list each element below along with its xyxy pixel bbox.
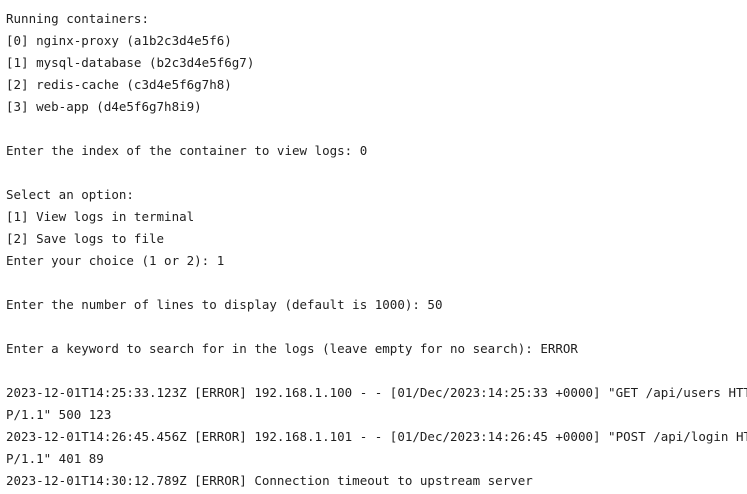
- container-item: [1] mysql-database (b2c3d4e5f6g7): [6, 55, 255, 70]
- log-line: 2023-12-01T14:30:12.789Z [ERROR] Connect…: [6, 473, 533, 488]
- index-prompt: Enter the index of the container to view…: [6, 143, 368, 158]
- blank-line: [6, 162, 741, 184]
- option-item: [2] Save logs to file: [6, 231, 165, 246]
- blank-line: [6, 118, 741, 140]
- container-item: [2] redis-cache (c3d4e5f6g7h8): [6, 77, 232, 92]
- container-item: [0] nginx-proxy (a1b2c3d4e5f6): [6, 33, 232, 48]
- blank-line: [6, 272, 741, 294]
- log-line: P/1.1" 500 123: [6, 407, 112, 422]
- container-item: [3] web-app (d4e5f6g7h8i9): [6, 99, 202, 114]
- log-line: P/1.1" 401 89: [6, 451, 104, 466]
- choice-prompt: Enter your choice (1 or 2): 1: [6, 253, 225, 268]
- containers-header: Running containers:: [6, 11, 149, 26]
- keyword-prompt: Enter a keyword to search for in the log…: [6, 341, 578, 356]
- blank-line: [6, 360, 741, 382]
- log-line: 2023-12-01T14:26:45.456Z [ERROR] 192.168…: [6, 429, 747, 444]
- blank-line: [6, 316, 741, 338]
- option-item: [1] View logs in terminal: [6, 209, 195, 224]
- log-line: 2023-12-01T14:25:33.123Z [ERROR] 192.168…: [6, 385, 747, 400]
- lines-prompt: Enter the number of lines to display (de…: [6, 297, 443, 312]
- select-option-header: Select an option:: [6, 187, 134, 202]
